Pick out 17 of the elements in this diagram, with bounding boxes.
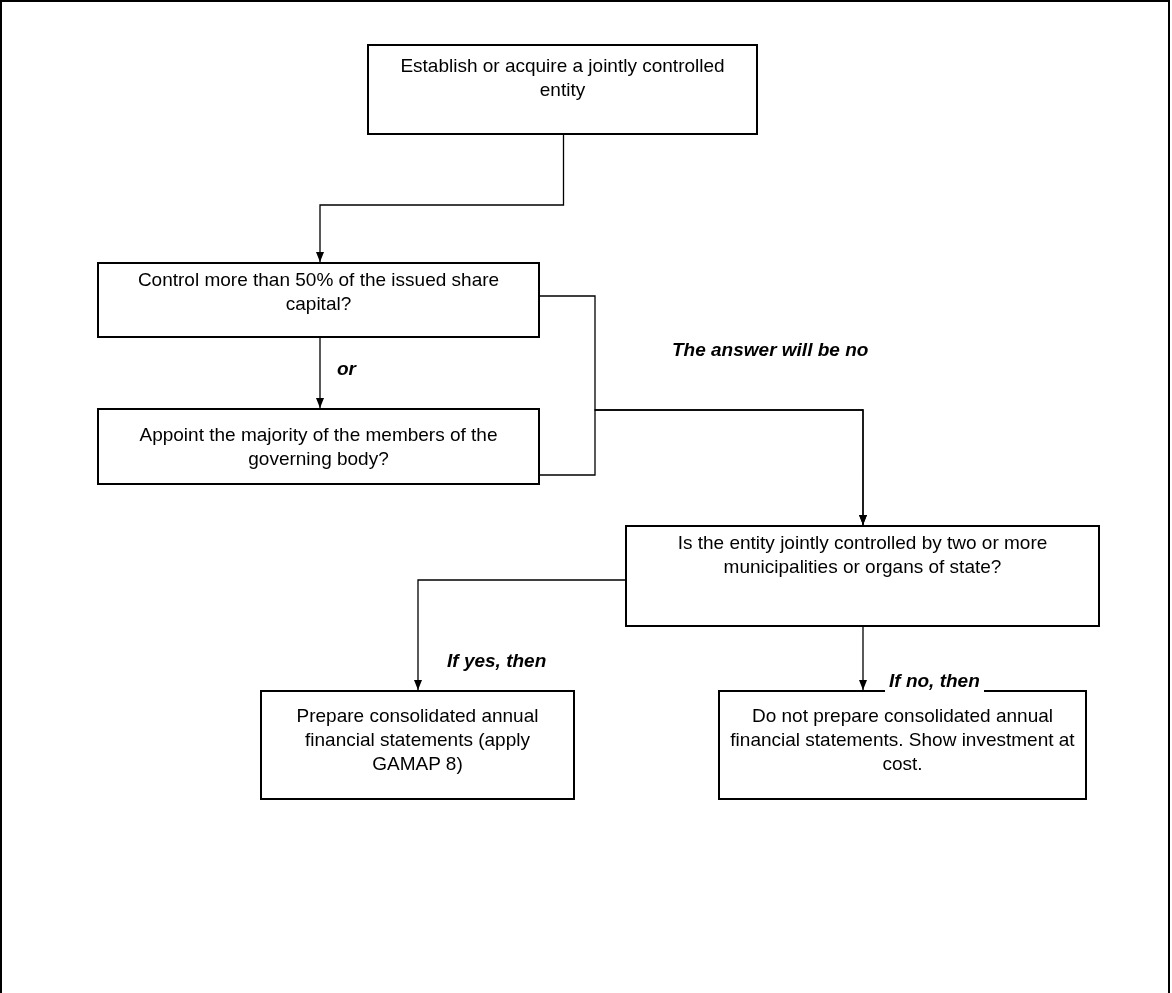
arrow: [316, 134, 565, 263]
process-box: [97, 262, 540, 338]
box-text: Control more than 50% of the issued share capital?: [136, 268, 501, 316]
process-box: [260, 690, 575, 800]
box-text: Do not prepare consolidated annual financial statements. Show investment at cost.: [729, 704, 1076, 776]
process-box: [625, 525, 1100, 627]
arrow: [859, 626, 867, 691]
box-text: Establish or acquire a jointly controlled entity: [399, 54, 726, 102]
arrow: [539, 409, 867, 526]
box-text: Is the entity jointly controlled by two or more municipalities or organs of state?: [676, 531, 1049, 579]
box-text: Appoint the majority of the members of the governing body?: [138, 422, 499, 471]
arrow: [414, 579, 626, 691]
process-box: [718, 690, 1087, 800]
box-text: Prepare consolidated annual financial statements (apply GAMAP 8): [295, 704, 540, 776]
arrow: [316, 337, 324, 409]
process-box: [97, 408, 540, 485]
process-box: [367, 44, 758, 135]
